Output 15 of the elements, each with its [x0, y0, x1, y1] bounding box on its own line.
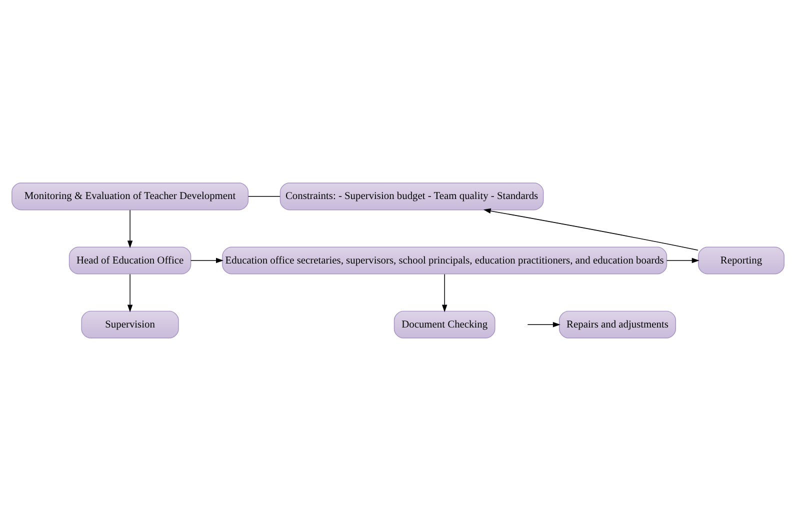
node-box: Document Checking: [394, 310, 496, 338]
node-box: Constraints: - Supervision budget - Team quality - Standards: [280, 182, 544, 210]
node-box: Supervision: [81, 310, 179, 338]
node-box: Monitoring & Evaluation of Teacher Development: [12, 182, 249, 210]
arrow: [666, 257, 700, 263]
arrow: [127, 209, 133, 248]
node-box: Education office secretaries, supervisors, school principals, education practitioners, and education boards: [222, 246, 668, 274]
arrow: [483, 208, 698, 250]
node-box: Head of Education Office: [68, 246, 192, 274]
arrow: [442, 273, 448, 312]
arrow: [190, 257, 224, 263]
node-box: Repairs and adjustments: [559, 310, 676, 338]
arrow: [127, 273, 133, 312]
arrow: [527, 322, 560, 327]
node-box: Reporting: [698, 246, 784, 274]
